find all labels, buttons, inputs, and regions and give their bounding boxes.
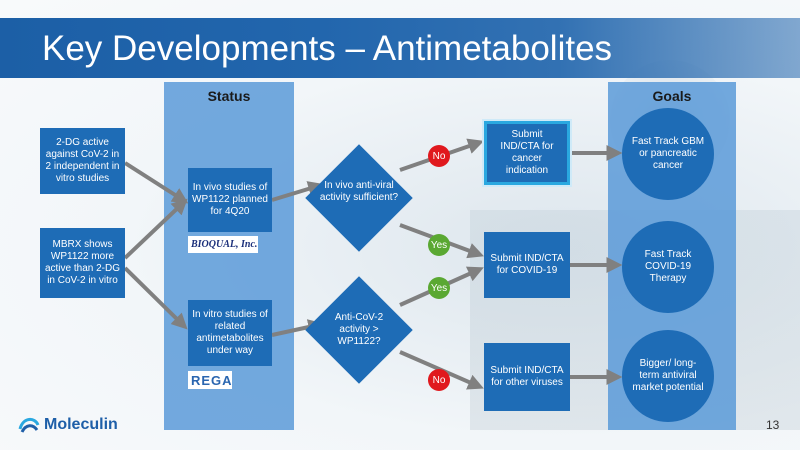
moleculin-brand-name: Moleculin bbox=[44, 416, 118, 433]
submit-cancer-box: Submit IND/CTA for cancer indication bbox=[482, 119, 572, 187]
input-mbrx-box: MBRX shows WP1122 more active than 2-DG … bbox=[40, 228, 125, 298]
submit-other-box: Submit IND/CTA for other viruses bbox=[484, 343, 570, 411]
status-heading: Status bbox=[207, 88, 251, 104]
goal-cancer-circle: Fast Track GBM or pancreatic cancer bbox=[622, 108, 714, 200]
arrow-b-to-invivo bbox=[123, 198, 188, 260]
badge-yes-top: Yes bbox=[428, 234, 450, 256]
arrow-b-to-invitro bbox=[123, 266, 188, 330]
goal-covid-circle: Fast Track COVID-19 Therapy bbox=[622, 221, 714, 313]
badge-no-top: No bbox=[428, 145, 450, 167]
title-bar bbox=[0, 18, 800, 78]
input-2dg-box: 2-DG active against CoV-2 in 2 independe… bbox=[40, 128, 125, 194]
submit-covid-box: Submit IND/CTA for COVID-19 bbox=[484, 232, 570, 298]
invitro-status-box: In vitro studies of related antimetaboli… bbox=[188, 300, 272, 366]
moleculin-brand: Moleculin bbox=[18, 415, 118, 435]
arrow-a-to-invivo bbox=[123, 161, 189, 204]
decision-anticov2-text: Anti-CoV-2 activity > WP1122? bbox=[334, 312, 384, 347]
badge-no-bottom: No bbox=[428, 369, 450, 391]
goal-market-circle: Bigger/ long-term antiviral market poten… bbox=[622, 330, 714, 422]
bioqual-logo-text: BIOQUAL, Inc. bbox=[191, 239, 258, 250]
goals-heading: Goals bbox=[652, 88, 692, 104]
slide-title: Key Developments – Antimetabolites bbox=[42, 29, 613, 68]
page-number: 13 bbox=[766, 418, 780, 432]
invivo-status-box: In vivo studies of WP1122 planned for 4Q… bbox=[188, 168, 272, 232]
rega-logo: REGA bbox=[188, 371, 232, 389]
rega-logo-text: REGA bbox=[191, 372, 233, 388]
arrow-invivo-to-d1 bbox=[271, 181, 325, 202]
badge-yes-bottom: Yes bbox=[428, 277, 450, 299]
bioqual-logo: BIOQUAL, Inc. bbox=[188, 236, 258, 253]
moleculin-logo-icon bbox=[18, 418, 40, 433]
decision-invivo-text: In vivo anti-viral activity sufficient? bbox=[319, 180, 399, 203]
